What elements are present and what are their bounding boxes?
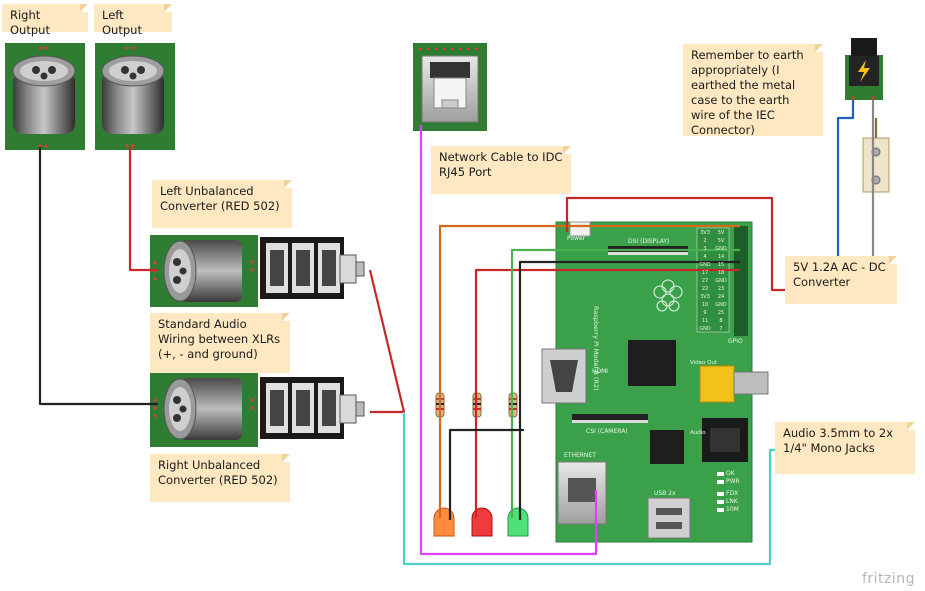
csi-label: CSI (CAMERA) — [586, 428, 628, 435]
usb-label: USB 2x — [654, 490, 676, 497]
video-out-label: Video Out — [690, 360, 718, 366]
note-left-converter: Left Unbalanced Converter (RED 502) — [152, 180, 292, 228]
gpio-pin-label: GND — [715, 302, 727, 308]
gpio-pin-label: 17 — [701, 270, 709, 276]
gpio-pin-label: 3 — [703, 246, 707, 252]
led-label-10m: 10M — [726, 506, 739, 513]
led-label-lnk: LNK — [726, 498, 738, 505]
note-right-output: Right Output — [2, 4, 88, 37]
note-earth: Remember to earth appropriately (I earth… — [683, 44, 823, 137]
gpio-pin-label: 11 — [701, 318, 709, 324]
gpio-pin-label: 8 — [719, 318, 723, 324]
gpio-label: GPIO — [728, 338, 743, 345]
note-right-converter: Right Unbalanced Converter (RED 502) — [150, 454, 290, 502]
gpio-pin-label: 15 — [717, 262, 725, 268]
note-left-output: Left Output — [94, 4, 172, 37]
left-converter — [150, 235, 365, 307]
gpio-pin-row: 9 25 — [697, 309, 729, 317]
gpio-pin-row: 3 GND — [697, 245, 729, 253]
gpio-pin-row: 4 14 — [697, 253, 729, 261]
gpio-pin-label: 3V3 — [700, 230, 710, 236]
audio-label: Audio — [690, 430, 706, 436]
gpio-pin-label: GND — [699, 326, 711, 332]
right-output-xlr — [5, 43, 85, 150]
power-label: Power — [567, 235, 586, 242]
dc-jack — [845, 38, 883, 100]
fuse-holder — [862, 137, 890, 193]
note-audio-jacks: Audio 3.5mm to 2x 1/4" Mono Jacks — [775, 422, 915, 474]
gpio-pin-label: GND — [715, 246, 727, 252]
led-label-fdx: FDX — [726, 490, 739, 497]
right-converter — [150, 373, 365, 447]
fritzing-logo: fritzing — [861, 571, 915, 587]
ethernet-label: ETHERNET — [564, 452, 596, 459]
gpio-pin-label: 4 — [703, 254, 707, 260]
gpio-pin-row: 27 GND — [697, 277, 729, 285]
gpio-pin-row: 3V3 5V — [697, 229, 729, 237]
gpio-pin-row: 22 23 — [697, 285, 729, 293]
rj45-port — [413, 43, 487, 131]
gpio-pin-label: 14 — [717, 254, 725, 260]
note-standard-wiring: Standard Audio Wiring between XLRs (+, -… — [150, 313, 290, 373]
led-label-pwr: PWR — [726, 478, 740, 485]
gpio-pin-label: 18 — [717, 270, 725, 276]
hdmi-label: HDMI — [592, 368, 609, 375]
pi-model-label: Raspberry Pi Model B (R2) — [592, 306, 600, 391]
wires — [38, 100, 878, 566]
gpio-pin-label: GND — [699, 262, 711, 268]
gpio-pin-label: 5V — [717, 238, 725, 244]
gpio-pin-label: 7 — [719, 326, 723, 332]
gpio-pin-label: 3V3 — [700, 294, 710, 300]
note-psu: 5V 1.2A AC - DC Converter — [785, 256, 897, 304]
gpio-pin-label: 10 — [701, 302, 709, 308]
gpio-pin-label: 27 — [701, 278, 709, 284]
led-label-ok: OK — [726, 470, 735, 477]
note-network-cable: Network Cable to IDC RJ45 Port — [431, 146, 571, 194]
gpio-pin-label: 2 — [703, 238, 707, 244]
dsi-label: DSI (DISPLAY) — [628, 238, 670, 245]
gpio-pin-row: 3V3 24 — [697, 293, 729, 301]
gpio-pin-label: GND — [715, 278, 727, 284]
gpio-pin-row: 10 GND — [697, 301, 729, 309]
gpio-pin-label: 22 — [701, 286, 709, 292]
gpio-pin-label: 23 — [717, 286, 725, 292]
gpio-pin-label: 24 — [717, 294, 725, 300]
gpio-pin-label: 5V — [717, 230, 725, 236]
led-labels: OK PWR FDX LNK 10M — [726, 470, 740, 514]
leds — [433, 507, 529, 537]
gpio-pin-row: 11 8 — [697, 317, 729, 325]
left-output-xlr — [95, 43, 175, 150]
gpio-pin-label: 9 — [703, 310, 707, 316]
gpio-pin-label: 25 — [717, 310, 725, 316]
gpio-pin-row: GND 15 — [697, 261, 729, 269]
gpio-pin-row: GND 7 — [697, 325, 729, 333]
gpio-pin-row: 2 5V — [697, 237, 729, 245]
